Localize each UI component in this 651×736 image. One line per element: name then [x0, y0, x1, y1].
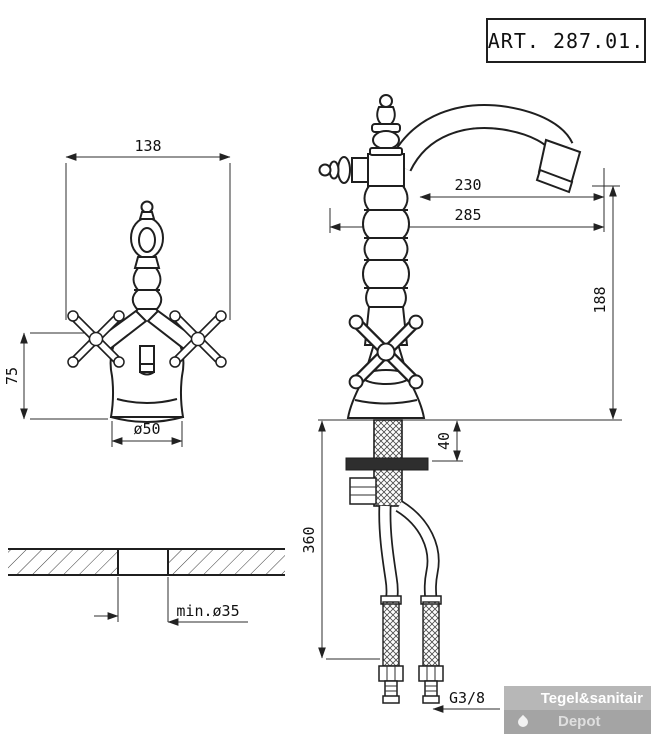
faucet-side-view	[318, 94, 582, 419]
water-drop-icon	[515, 714, 531, 729]
dim-d50-label: ø50	[133, 420, 160, 438]
watermark: Tegel&sanitair Depot	[504, 686, 651, 734]
supply-hose-right	[422, 601, 440, 667]
art-box-frame	[486, 18, 646, 63]
dim-g38-label: G3/8	[449, 689, 485, 707]
dim-360-label: 360	[300, 526, 318, 553]
art-number-box: ART. 287.01.	[486, 18, 646, 63]
dim-138-label: 138	[134, 137, 161, 155]
art-number-label: ART. 287.01.	[488, 29, 645, 53]
mounting-nut	[349, 477, 377, 505]
dimension-deck-thickness: 40	[432, 420, 463, 462]
hose-nut-left	[378, 665, 404, 682]
dim-230-label: 230	[454, 176, 481, 194]
dim-285-label: 285	[454, 206, 481, 224]
dim-75-label: 75	[3, 367, 21, 385]
mounting-shank-and-hoses	[345, 419, 444, 704]
dimension-connection-thread: G3/8	[432, 689, 500, 713]
dim-min35-label: min.ø35	[176, 602, 239, 620]
mounting-washer	[345, 457, 429, 471]
dimension-front-base: ø50	[111, 420, 183, 447]
countertop-section	[8, 548, 285, 576]
dim-40-label: 40	[435, 432, 453, 450]
faucet-front-view	[68, 200, 226, 423]
dimension-front-width: 138	[65, 137, 231, 320]
hose-nut-right	[418, 665, 444, 682]
spout-aerator	[535, 168, 574, 194]
dimension-outlet-height: 188	[591, 185, 620, 420]
dimension-hole-diameter: min.ø35	[94, 577, 248, 626]
watermark-brand: Tegel&sanitair	[504, 686, 651, 710]
watermark-sub-row: Depot	[504, 710, 651, 734]
dimension-front-height: 75	[3, 332, 108, 420]
watermark-sub: Depot	[558, 713, 601, 730]
dimension-total-reach: 285	[329, 206, 605, 233]
dim-188-label: 188	[591, 286, 609, 313]
dimension-hose-length: 360	[300, 420, 380, 660]
dimension-spout-reach: 230	[419, 168, 605, 232]
supply-hose-left	[382, 601, 400, 667]
